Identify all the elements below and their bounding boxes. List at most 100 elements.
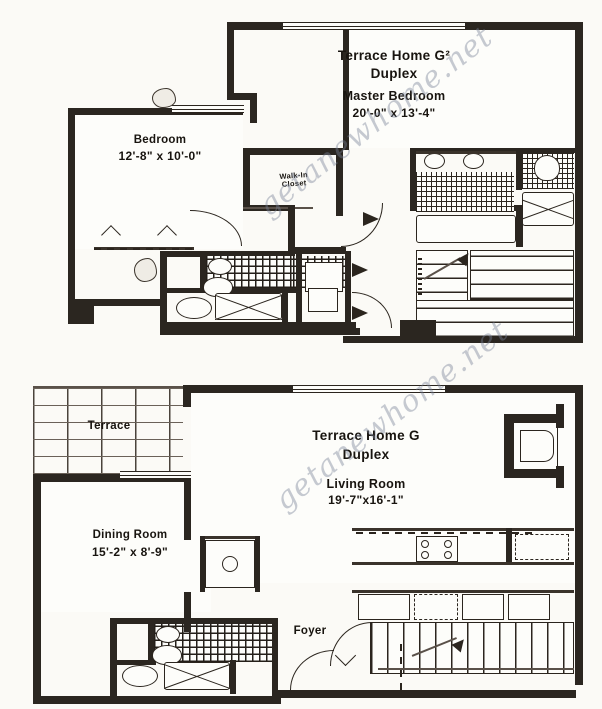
- terrace-edge-top: [33, 386, 183, 388]
- wall-upper-bottom-right: [343, 336, 583, 343]
- wall-master-bath-divider: [516, 148, 522, 190]
- lower-plan-title-line2: Duplex: [342, 447, 390, 462]
- upper-plan-title-line2: Duplex: [370, 66, 418, 81]
- shower-master-long: [416, 215, 516, 243]
- living-room-dims: 19'-7"x16'-1": [328, 493, 404, 507]
- wall-master-shower-end: [516, 211, 523, 247]
- window-master-top: [283, 22, 465, 30]
- foyer-label: Foyer: [293, 625, 327, 637]
- wall-bath-tub-end: [282, 290, 288, 322]
- wc-fixture-upper: [305, 262, 343, 292]
- master-bedroom-floor: [343, 30, 575, 148]
- wall-bath-left: [160, 251, 167, 329]
- wall-bedroom-top: [68, 108, 243, 115]
- wall-wc-left: [296, 251, 302, 322]
- walkin-door-line: [243, 207, 313, 209]
- base-cabinet-1: [358, 594, 410, 620]
- toilet-master: [534, 155, 560, 181]
- wall-wc-right: [345, 251, 351, 329]
- wall-bath-divider: [200, 251, 206, 291]
- wall-bedroom-left: [68, 108, 75, 306]
- fireplace-left-jamb: [504, 414, 514, 478]
- sink-lower-bath-secondary: [122, 665, 158, 687]
- door-swing-lower-hall: [352, 292, 392, 328]
- wall-notch-drop: [250, 93, 257, 123]
- wall-dining-living-lower: [184, 592, 191, 632]
- burner-3-icon: [421, 551, 429, 559]
- wall-walkin-right: [336, 148, 343, 216]
- wall-lower-bath-right: [272, 618, 278, 704]
- wall-walkin-left: [243, 148, 250, 210]
- closet-door-track: [94, 248, 194, 250]
- wall-top-left-stub: [227, 22, 283, 30]
- wall-terrace-bottom: [33, 474, 193, 482]
- fireplace-bottom-jamb: [514, 470, 560, 478]
- lower-plan-title-line1: Terrace Home G: [312, 428, 420, 443]
- window-bedroom-top: [172, 105, 244, 113]
- master-bedroom-dims: 20'-0" x 13'-4": [352, 106, 436, 120]
- wall-hall-bottom: [288, 247, 346, 254]
- wall-lower-top-right: [445, 385, 583, 393]
- sink-master-left: [424, 153, 445, 169]
- wall-hall-left: [288, 205, 295, 251]
- plant-top-decor: [152, 88, 176, 108]
- wall-lower-bath-mid: [110, 660, 156, 665]
- stair-rail-dots: [418, 255, 422, 295]
- sink-bath-lower: [176, 297, 212, 319]
- tub-x-marker-lower: [164, 662, 230, 690]
- wall-master-closet-top: [410, 148, 575, 153]
- wall-lower-right-outer: [575, 385, 583, 685]
- wall-powder-top: [205, 536, 255, 539]
- direction-arrow-hall-3: [363, 212, 379, 226]
- wall-lower-bath-top: [110, 618, 278, 624]
- master-stair-treads-right: [470, 250, 574, 300]
- dining-room-label: Dining Room: [92, 529, 168, 541]
- tub-x-marker-master: [522, 192, 574, 226]
- base-cabinet-2: [414, 594, 458, 620]
- wall-powder-left: [200, 536, 205, 592]
- wall-lower-top-jog: [183, 385, 191, 407]
- fireplace-flue-left: [556, 404, 564, 428]
- master-stair-treads-lower: [416, 300, 574, 338]
- fireplace-top-jamb: [514, 414, 560, 422]
- window-dining-terrace: [120, 471, 192, 479]
- bedroom-label: Bedroom: [133, 134, 187, 146]
- walkin-closet-label: Walk-In Closet: [279, 170, 309, 190]
- upper-plan-title-line1: Terrace Home G²: [337, 48, 451, 63]
- door-swing-entry: [290, 650, 334, 690]
- wall-walkin-top: [243, 148, 343, 155]
- lower-cabinet-top-edge: [352, 590, 574, 593]
- sink-lower-bath: [156, 626, 180, 643]
- stair-stringer: [378, 668, 574, 670]
- plant-bedroom-decor: [134, 258, 157, 282]
- burner-4-icon: [444, 551, 452, 559]
- dining-room-floor: [41, 482, 211, 612]
- wall-lower-left-outer: [33, 474, 41, 704]
- burner-1-icon: [421, 540, 429, 548]
- wall-kitchen-divider: [506, 528, 512, 564]
- kitchen-counter-bottom-edge: [352, 562, 574, 565]
- sink-master-right: [463, 153, 484, 169]
- refrigerator: [515, 534, 569, 560]
- stair-break-line: [400, 640, 402, 690]
- wall-lower-tub-end: [230, 660, 236, 694]
- wall-upper-bottom-mid: [160, 328, 360, 335]
- master-bath-tile-floor: [416, 172, 514, 212]
- wall-dining-living-upper: [184, 482, 191, 540]
- kitchen-upper-cabinet-line: [356, 532, 538, 534]
- wall-top-right: [465, 22, 583, 30]
- wall-bedroom-corner-jamb: [68, 306, 94, 324]
- terrace-paving: [33, 388, 183, 474]
- master-vanity-counter: [416, 151, 516, 154]
- wall-chimney-base: [400, 320, 436, 338]
- bedroom-dims: 12'-8" x 10'-0": [118, 149, 202, 163]
- fireplace-flue-right: [556, 466, 564, 488]
- wall-lower-top-left: [183, 385, 293, 393]
- wall-powder-right: [255, 536, 260, 592]
- terrace-label: Terrace: [87, 420, 131, 432]
- sink-bath-left: [208, 258, 232, 275]
- wall-master-closet-left: [410, 148, 416, 206]
- tub-x-marker-left: [215, 293, 282, 320]
- living-room-label: Living Room: [326, 477, 406, 491]
- wall-bath-bottom: [160, 322, 356, 329]
